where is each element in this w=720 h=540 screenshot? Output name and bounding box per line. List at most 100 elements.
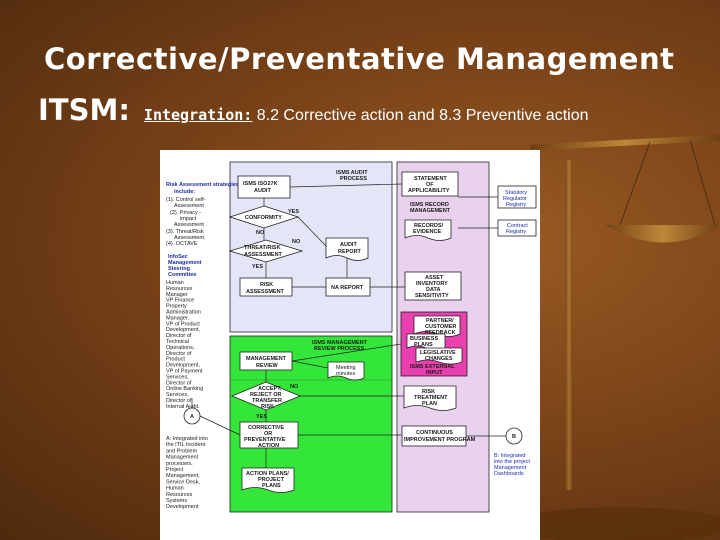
svg-text:Regulator: Regulator (503, 196, 527, 202)
slide-subtitle: ITSM:Integration: 8.2 Corrective action … (38, 93, 588, 127)
meeting-minutes-doc (327, 361, 365, 381)
committee-member-line: Director of (166, 333, 192, 339)
risk-strategies-text: Risk Assessment strategies include: (1).… (166, 182, 239, 247)
svg-text:CONFORMITY: CONFORMITY (245, 215, 282, 221)
yes-label-2: YES (252, 264, 263, 270)
committee-member-line: Development, (166, 363, 200, 369)
svg-text:REVIEW: REVIEW (256, 363, 279, 369)
svg-text:Dashboards: Dashboards (494, 471, 524, 477)
risk-item: (4). OCTAVE (166, 241, 198, 247)
svg-text:SENSITIVITY: SENSITIVITY (415, 293, 449, 299)
svg-text:ACTION: ACTION (258, 443, 279, 449)
svg-text:MANAGEMENT: MANAGEMENT (246, 356, 287, 362)
integration-note-line: A: Integrated into (166, 436, 208, 442)
svg-text:STATEMENT: STATEMENT (414, 176, 447, 182)
svg-text:CORRECTIVE: CORRECTIVE (248, 425, 284, 431)
svg-text:PARTNER/: PARTNER/ (426, 318, 454, 324)
action-plans-doc (241, 467, 295, 493)
svg-text:RISK: RISK (422, 389, 435, 395)
svg-text:AUDIT: AUDIT (340, 242, 357, 248)
risk-strategies-heading: Risk Assessment strategies (166, 182, 239, 188)
integration-note-line: Development (166, 504, 199, 510)
yes-label: YES (288, 209, 299, 215)
committee-member-line: Product (166, 357, 185, 363)
svg-text:REPORT: REPORT (338, 249, 362, 255)
svg-text:THREAT/RISK: THREAT/RISK (244, 245, 281, 251)
integration-note-line: Systems (166, 498, 187, 504)
risk-treatment-doc (403, 385, 457, 411)
risk-item: Assessment (174, 203, 204, 209)
svg-text:ASSET: ASSET (425, 275, 444, 281)
svg-text:PROJECT: PROJECT (258, 477, 285, 483)
risk-item: (2). Privacy - (170, 210, 201, 216)
svg-text:DATA: DATA (426, 287, 440, 293)
mgmt-review-process-label: ISMS MANAGEMENT (312, 340, 368, 346)
committee-member-line: VP of Product (166, 321, 200, 327)
svg-text:Statutory: Statutory (505, 190, 527, 196)
svg-text:APPLICABILITY: APPLICABILITY (408, 188, 450, 194)
integration-note-line: Management, (166, 473, 200, 479)
svg-text:ASSESSMENT: ASSESSMENT (246, 289, 285, 295)
svg-text:IMPROVEMENT PROGRAM: IMPROVEMENT PROGRAM (404, 437, 476, 443)
committee-member-line: Development, (166, 327, 200, 333)
svg-text:RECORDS/: RECORDS/ (414, 223, 444, 229)
record-management-label: ISMS RECORD (410, 202, 449, 208)
svg-text:CONTINUOUS: CONTINUOUS (416, 430, 453, 436)
svg-text:RISK: RISK (261, 404, 274, 410)
committee-member-line: VP of Payment (166, 369, 203, 375)
svg-text:RISK: RISK (260, 282, 273, 288)
committee-member-line: Manager (166, 292, 188, 298)
integration-text: 8.2 Corrective action and 8.3 Preventive… (252, 107, 589, 124)
audit-process-label-2: PROCESS (340, 176, 367, 182)
committee-member-line: Services, (166, 374, 189, 380)
asset-inventory-box (404, 271, 462, 301)
no-label-2: NO (292, 239, 301, 245)
corrective-action-box (239, 421, 299, 449)
no-label-3: NO (290, 384, 299, 390)
svg-text:B: Integrated: B: Integrated (494, 453, 526, 459)
isms-process-diagram: Risk Assessment strategies include: (1).… (160, 150, 540, 540)
risk-item: (3). Threat/Risk (166, 229, 204, 235)
slide-title: Corrective/Preventative Management (44, 42, 675, 76)
isms-27k-audit-box (237, 175, 291, 199)
risk-item: (1). Control self- (166, 197, 206, 203)
risk-item: impact (180, 216, 197, 222)
record-management-label-2: MANAGEMENT (410, 208, 451, 214)
committee-member-line: Resources (166, 286, 193, 292)
integration-note-line: Management (166, 455, 199, 461)
integration-note-line: and Problem (166, 448, 198, 454)
svg-text:CHANGES: CHANGES (425, 356, 453, 362)
integration-note-line: the ITIL Incident (166, 442, 206, 448)
legislative-changes-doc (415, 347, 463, 365)
svg-text:REJECT OR: REJECT OR (250, 392, 282, 398)
svg-text:TREATMENT: TREATMENT (414, 395, 448, 401)
svg-text:Management: Management (494, 465, 527, 471)
committee-member-line: Online Banking (166, 386, 203, 392)
mgmt-review-process-label-2: REVIEW PROCESS (314, 346, 364, 352)
svg-text:ASSESSMENT: ASSESSMENT (244, 252, 283, 258)
svg-text:PLANS: PLANS (262, 483, 281, 489)
svg-text:AUDIT: AUDIT (254, 188, 271, 194)
svg-text:Registry: Registry (506, 229, 526, 235)
integration-note-line: Resources (166, 492, 193, 498)
committee-member-line: Technical (166, 339, 189, 345)
committee-member-line: VP Finance (166, 298, 194, 304)
external-input-label: ISMS EXTERNAL (410, 364, 455, 370)
scales-of-justice-image (510, 134, 720, 540)
b-note-text: B: Integrated into the project Managemen… (494, 453, 531, 477)
svg-text:ISMS ISO27K: ISMS ISO27K (243, 181, 278, 187)
continuous-improvement-box (401, 425, 467, 447)
svg-text:FEEDBACK: FEEDBACK (425, 330, 456, 336)
committee-member-line: Administration (166, 310, 201, 316)
svg-text:Contract: Contract (507, 223, 528, 229)
svg-text:Management: Management (168, 260, 202, 266)
risk-strategies-heading-2: include: (174, 189, 195, 195)
svg-text:CUSTOMER: CUSTOMER (425, 324, 456, 330)
committee-member-line: Services, (166, 392, 189, 398)
integration-note-line: Project (166, 467, 184, 473)
svg-text:minutes: minutes (336, 371, 356, 377)
integration-note-line: processes, (166, 461, 193, 467)
records-evidence-doc (404, 219, 452, 241)
committee-member-line: Internal Audit. (166, 404, 200, 410)
